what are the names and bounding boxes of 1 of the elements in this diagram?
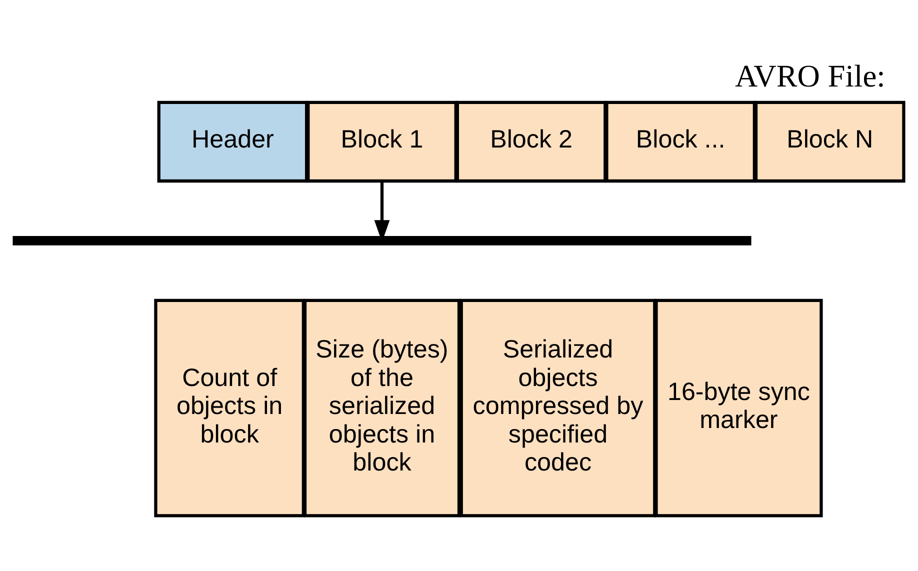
diagram-title: AVRO File: [735,58,886,94]
